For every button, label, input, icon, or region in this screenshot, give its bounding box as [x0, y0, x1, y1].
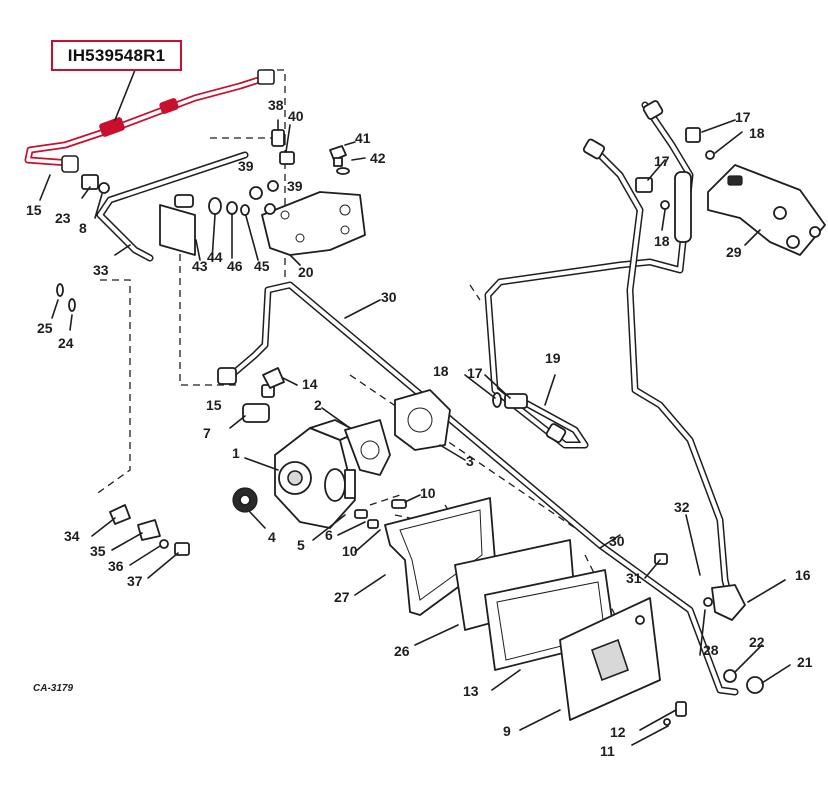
- callout-37: 37: [127, 573, 143, 589]
- callout-24: 24: [58, 335, 74, 351]
- callout-41: 41: [355, 130, 371, 146]
- callout-25: 25: [37, 320, 53, 336]
- callout-43: 43: [192, 258, 208, 274]
- gasket-2: [344, 419, 391, 476]
- callout-33: 33: [93, 262, 109, 278]
- callout-11: 11: [600, 743, 615, 759]
- callout-23: 23: [55, 210, 71, 226]
- callout-18c: 18: [433, 363, 449, 379]
- fitting-23-8: [81, 174, 110, 219]
- callout-22: 22: [749, 634, 765, 650]
- callout-4: 4: [268, 529, 276, 545]
- callout-labels: 1 2 3 4 5 6 7 8 9 10 10 11 12 13 14 15 1…: [26, 97, 813, 759]
- callout-45: 45: [254, 258, 270, 274]
- callout-9: 9: [503, 723, 511, 739]
- callout-30b: 30: [609, 533, 625, 549]
- bolts-11-12: [631, 701, 687, 746]
- callout-39a: 39: [238, 158, 254, 174]
- pins-5-6-10: [354, 494, 421, 529]
- callout-34: 34: [64, 528, 80, 544]
- callout-3: 3: [466, 453, 474, 469]
- callout-2: 2: [314, 397, 322, 413]
- callout-36: 36: [108, 558, 124, 574]
- fittings-7-14-15: [229, 367, 298, 429]
- callout-12: 12: [610, 724, 626, 740]
- callout-26: 26: [394, 643, 410, 659]
- callout-17b: 17: [654, 153, 670, 169]
- fittings-21-22-28: [654, 514, 791, 694]
- callout-1: 1: [232, 445, 240, 461]
- callout-15a: 15: [26, 202, 42, 218]
- callout-30a: 30: [381, 289, 397, 305]
- callout-35: 35: [90, 543, 106, 559]
- guide-lines: [94, 69, 621, 626]
- callout-31: 31: [626, 570, 642, 586]
- callout-46: 46: [227, 258, 243, 274]
- callout-40: 40: [288, 108, 304, 124]
- drain-parts-34-37: [91, 504, 190, 579]
- tube-16: [582, 138, 786, 621]
- callout-5: 5: [297, 537, 305, 553]
- callout-15b: 15: [206, 397, 222, 413]
- valve-body-20: [261, 191, 366, 266]
- callout-8: 8: [79, 220, 87, 236]
- plug-41: [329, 141, 366, 175]
- callout-17a: 17: [735, 109, 751, 125]
- callout-42: 42: [370, 150, 386, 166]
- callout-28: 28: [703, 642, 719, 658]
- callout-17c: 17: [467, 365, 483, 381]
- tube-19: [484, 100, 694, 449]
- plate-9: [559, 597, 661, 721]
- callout-19: 19: [545, 350, 561, 366]
- callout-18b: 18: [654, 233, 670, 249]
- o-rings-24-25: [51, 283, 76, 331]
- callout-6: 6: [325, 527, 333, 543]
- callout-39b: 39: [287, 178, 303, 194]
- callout-13: 13: [463, 683, 479, 699]
- pump-cover-block: [159, 194, 259, 261]
- callout-16: 16: [795, 567, 811, 583]
- pump-assembly-1: [274, 419, 359, 529]
- fittings-38-40: [249, 119, 295, 215]
- highlighted-tube-assembly[interactable]: [24, 69, 275, 201]
- pump-cover-3: [394, 389, 451, 451]
- drawing-code: CA-3179: [33, 683, 74, 694]
- valve-block-29: [707, 164, 826, 256]
- tube-33: [96, 151, 249, 262]
- callout-7: 7: [203, 425, 211, 441]
- callout-44: 44: [207, 249, 223, 265]
- highlighted-part-number-box[interactable]: IH539548R1: [51, 40, 182, 71]
- callout-10a: 10: [420, 485, 436, 501]
- callout-10b: 10: [342, 543, 358, 559]
- fittings-17-18-top: [635, 119, 743, 210]
- highlighted-part-number: IH539548R1: [67, 45, 166, 65]
- gasket-27: [384, 497, 496, 616]
- callout-21: 21: [797, 654, 813, 670]
- callout-32: 32: [674, 499, 690, 515]
- leader-lines: [244, 159, 761, 731]
- callout-18a: 18: [749, 125, 765, 141]
- callout-27: 27: [334, 589, 350, 605]
- gear-4: [232, 487, 258, 513]
- callout-20: 20: [298, 264, 314, 280]
- callout-29: 29: [726, 244, 742, 260]
- callout-38: 38: [268, 97, 284, 113]
- callout-14: 14: [302, 376, 318, 392]
